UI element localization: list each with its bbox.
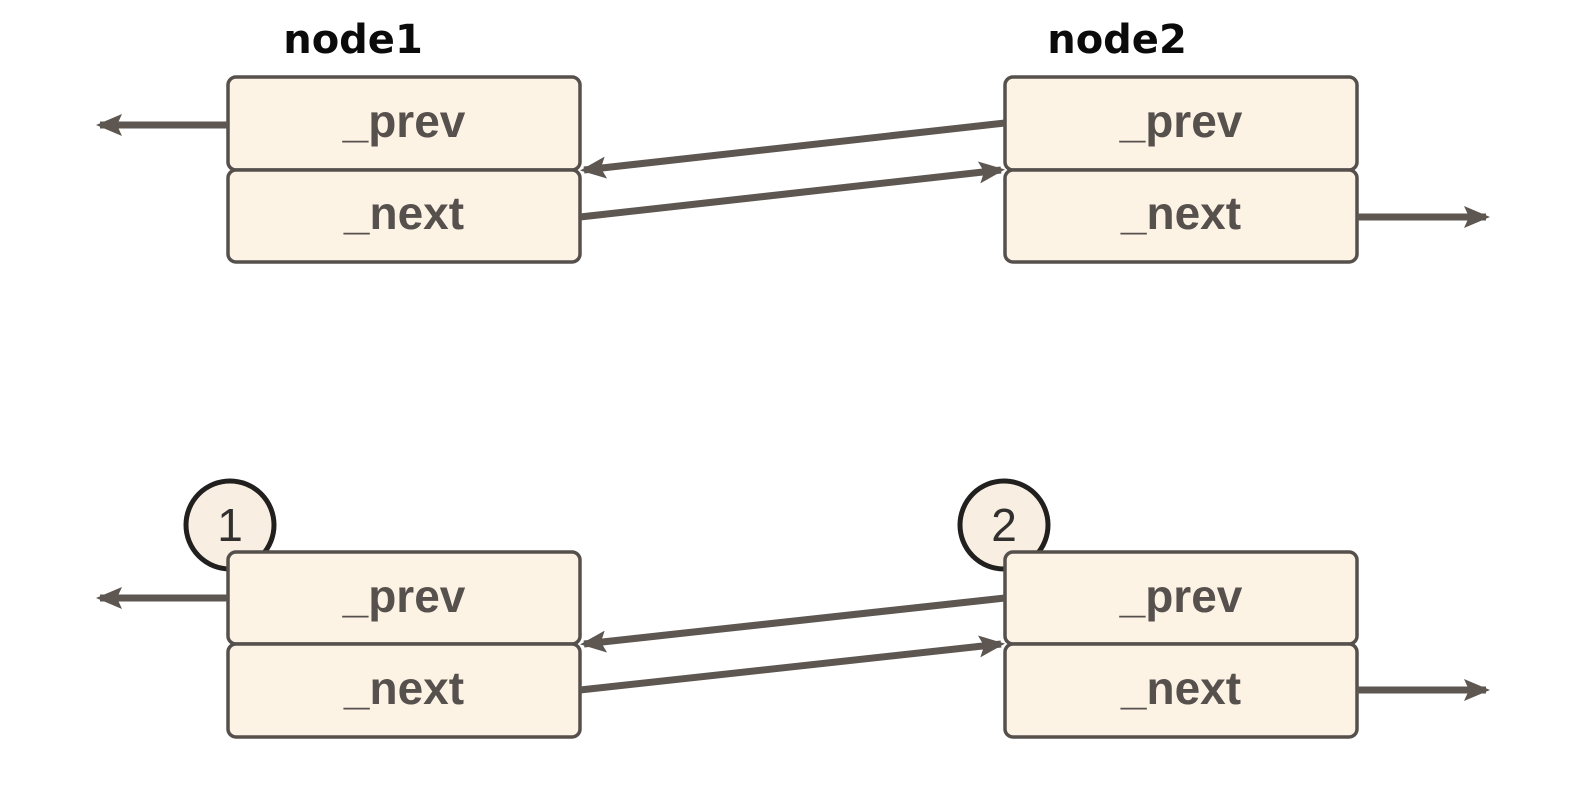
bottom-node1-next-to-node2-arrow-icon: [579, 635, 1005, 694]
node2-prev-label: _prev: [1119, 95, 1243, 147]
bottom-node1-next-label: _next: [343, 662, 464, 714]
bottom-node1-next-cell: [226, 642, 582, 739]
node2-title: node2: [1047, 17, 1187, 63]
step-2-badge-digit: 2: [991, 499, 1017, 551]
node1-title: node1: [283, 17, 423, 63]
bottom-node2-next-label: _next: [1120, 662, 1241, 714]
bottom-node1-prev-label: _prev: [342, 570, 466, 622]
bottom-diagram: 1 2 _prev _next _prev _next: [96, 478, 1490, 739]
top-diagram: node1 node2 _prev _next _prev _next: [96, 17, 1490, 264]
node1-prev-label: _prev: [342, 95, 466, 147]
node1-next-to-node2-arrow-icon: [579, 161, 1005, 221]
node1-next-label: _next: [343, 187, 464, 239]
step-1-badge-digit: 1: [217, 499, 243, 551]
bottom-node2-prev-to-node1-arrow-icon: [580, 594, 1006, 653]
node2-next-label: _next: [1120, 187, 1241, 239]
bottom-node2-prev-label: _prev: [1119, 570, 1243, 622]
node2-prev-to-node1-arrow-icon: [580, 119, 1006, 179]
